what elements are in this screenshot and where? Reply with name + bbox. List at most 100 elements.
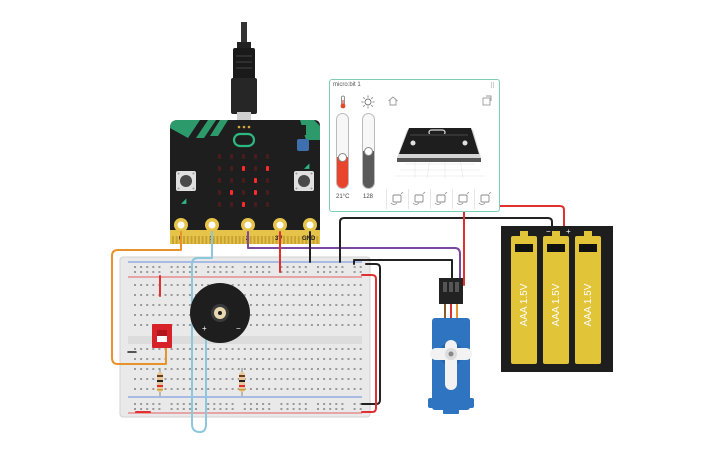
breadboard-hole[interactable] (249, 294, 252, 296)
breadboard-hole[interactable] (341, 294, 344, 296)
breadboard-hole[interactable] (341, 284, 344, 286)
breadboard-hole[interactable] (335, 358, 338, 360)
breadboard-hole[interactable] (201, 368, 204, 370)
breadboard-hole[interactable] (329, 403, 332, 405)
breadboard-hole[interactable] (231, 348, 234, 350)
breadboard-hole[interactable] (158, 403, 161, 405)
breadboard-hole[interactable] (170, 368, 173, 370)
breadboard-hole[interactable] (207, 408, 210, 410)
breadboard-hole[interactable] (256, 271, 258, 273)
breadboard-hole[interactable] (195, 348, 197, 350)
breadboard-hole[interactable] (310, 358, 313, 360)
breadboard-hole[interactable] (256, 408, 258, 410)
breadboard-hole[interactable] (170, 388, 173, 390)
breadboard-hole[interactable] (317, 388, 319, 390)
breadboard-hole[interactable] (347, 378, 350, 380)
home-icon[interactable] (387, 95, 399, 107)
breadboard-hole[interactable] (195, 284, 197, 286)
breadboard-hole[interactable] (353, 294, 356, 296)
breadboard-hole[interactable] (323, 378, 326, 380)
breadboard-hole[interactable] (280, 284, 283, 286)
breadboard-hole[interactable] (317, 368, 319, 370)
breadboard-hole[interactable] (188, 284, 191, 286)
breadboard-hole[interactable] (262, 403, 265, 405)
breadboard-hole[interactable] (164, 368, 167, 370)
breadboard-hole[interactable] (274, 324, 277, 326)
breadboard-hole[interactable] (176, 271, 179, 273)
breadboard-hole[interactable] (134, 403, 136, 405)
breadboard-hole[interactable] (146, 368, 149, 370)
breadboard-hole[interactable] (268, 368, 271, 370)
breadboard-hole[interactable] (152, 388, 155, 390)
piezo-buzzer[interactable]: + − (190, 283, 250, 343)
breadboard-hole[interactable] (353, 284, 356, 286)
breadboard-hole[interactable] (225, 403, 228, 405)
breadboard-hole[interactable] (152, 314, 155, 316)
breadboard-hole[interactable] (335, 368, 338, 370)
breadboard-hole[interactable] (195, 368, 197, 370)
free-fall-icon[interactable] (408, 189, 429, 209)
breadboard-hole[interactable] (134, 314, 136, 316)
breadboard-hole[interactable] (134, 408, 136, 410)
breadboard-hole[interactable] (359, 403, 362, 405)
breadboard-hole[interactable] (176, 368, 179, 370)
breadboard-hole[interactable] (195, 271, 197, 273)
resistor-1[interactable] (157, 368, 163, 396)
breadboard-hole[interactable] (347, 388, 350, 390)
breadboard-hole[interactable] (237, 348, 240, 350)
breadboard-hole[interactable] (225, 358, 228, 360)
breadboard-hole[interactable] (188, 266, 191, 268)
breadboard-hole[interactable] (323, 294, 326, 296)
breadboard-hole[interactable] (329, 378, 332, 380)
breadboard-hole[interactable] (195, 408, 197, 410)
breadboard-hole[interactable] (231, 266, 234, 268)
breadboard-hole[interactable] (359, 294, 362, 296)
breadboard-hole[interactable] (140, 403, 143, 405)
breadboard-hole[interactable] (195, 388, 197, 390)
breadboard-hole[interactable] (146, 408, 149, 410)
breadboard-hole[interactable] (256, 388, 258, 390)
breadboard-hole[interactable] (310, 388, 313, 390)
breadboard-hole[interactable] (176, 284, 179, 286)
breadboard-hole[interactable] (341, 324, 344, 326)
breadboard-hole[interactable] (146, 403, 149, 405)
breadboard-hole[interactable] (249, 314, 252, 316)
breadboard-hole[interactable] (213, 271, 216, 273)
breadboard-hole[interactable] (329, 314, 332, 316)
breadboard-hole[interactable] (256, 266, 258, 268)
breadboard-hole[interactable] (286, 271, 289, 273)
breadboard-hole[interactable] (292, 284, 295, 286)
breadboard-hole[interactable] (176, 358, 179, 360)
breadboard-hole[interactable] (237, 378, 240, 380)
breadboard-hole[interactable] (134, 324, 136, 326)
breadboard-hole[interactable] (164, 304, 167, 306)
breadboard-hole[interactable] (231, 403, 234, 405)
breadboard-hole[interactable] (280, 324, 283, 326)
breadboard-hole[interactable] (341, 266, 344, 268)
breadboard-hole[interactable] (146, 378, 149, 380)
breadboard-hole[interactable] (347, 284, 350, 286)
breadboard-hole[interactable] (335, 403, 338, 405)
breadboard-hole[interactable] (317, 284, 319, 286)
breadboard-hole[interactable] (292, 266, 295, 268)
breadboard-hole[interactable] (335, 271, 338, 273)
breadboard-hole[interactable] (268, 314, 271, 316)
tilt-icon[interactable] (430, 189, 451, 209)
breadboard-hole[interactable] (359, 378, 362, 380)
breadboard-hole[interactable] (280, 408, 283, 410)
breadboard-hole[interactable] (170, 266, 173, 268)
breadboard-hole[interactable] (256, 324, 258, 326)
breadboard-hole[interactable] (262, 266, 265, 268)
breadboard-hole[interactable] (280, 348, 283, 350)
temperature-knob[interactable] (338, 152, 347, 162)
breadboard-hole[interactable] (182, 403, 185, 405)
breadboard-hole[interactable] (170, 348, 173, 350)
breadboard-hole[interactable] (323, 304, 326, 306)
breadboard-hole[interactable] (201, 348, 204, 350)
breadboard-hole[interactable] (256, 304, 258, 306)
breadboard-hole[interactable] (225, 368, 228, 370)
breadboard-hole[interactable] (286, 378, 289, 380)
breadboard-hole[interactable] (310, 368, 313, 370)
breadboard-hole[interactable] (207, 271, 210, 273)
breadboard-hole[interactable] (286, 266, 289, 268)
